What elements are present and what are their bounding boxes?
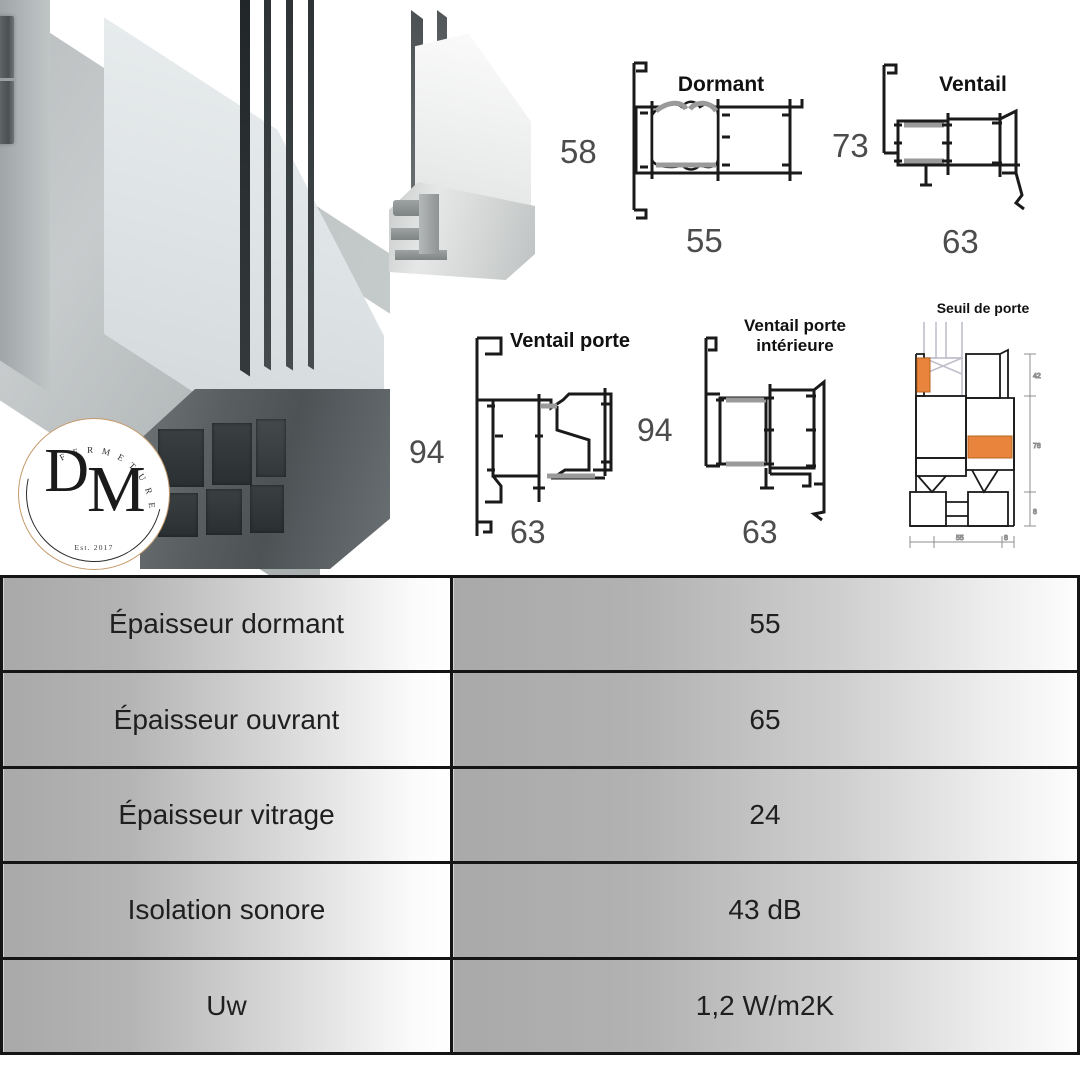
drawing-ventail-height-dim: 73 bbox=[832, 127, 869, 164]
specifications-table: Épaisseur dormant 55 Épaisseur ouvrant 6… bbox=[0, 574, 1080, 1055]
spec-label-cell: Épaisseur ouvrant bbox=[0, 670, 453, 769]
spec-label-cell: Uw bbox=[0, 956, 453, 1055]
table-row: Épaisseur ouvrant 65 bbox=[0, 670, 1080, 769]
window-hinge-detail bbox=[0, 16, 14, 144]
drawing-label-line1: Ventail porte bbox=[743, 316, 847, 335]
table-row: Uw 1,2 W/m2K bbox=[0, 956, 1080, 1055]
drawing-ventail-porte-width-dim: 63 bbox=[510, 514, 546, 550]
drawing-dormant: Dormant 58 55 bbox=[556, 45, 846, 285]
drawing-seuil-de-porte: Seuil de porte bbox=[890, 296, 1080, 558]
drawing-ventail-porte-interieure-width-dim: 63 bbox=[742, 514, 778, 550]
logo-monogram: DM bbox=[19, 440, 169, 523]
logo-letter-m: M bbox=[87, 453, 146, 526]
drawing-ventail: Ventail 73 63 bbox=[830, 45, 1080, 285]
drawing-ventail-porte-interieure-label: Ventail porte intérieure bbox=[720, 316, 870, 355]
drawing-dormant-label: Dormant bbox=[677, 73, 765, 96]
aluminium-profile-chambers bbox=[140, 389, 390, 569]
drawing-ventail-porte-height-dim: 94 bbox=[409, 434, 445, 470]
spec-value-cell: 1,2 W/m2K bbox=[450, 956, 1080, 1055]
drawing-ventail-porte: Ventail porte 94 94 63 bbox=[405, 310, 685, 560]
spec-label-cell: Épaisseur dormant bbox=[0, 574, 453, 674]
table-row: Épaisseur dormant 55 bbox=[0, 574, 1080, 674]
logo-established-year: Est. 2017 bbox=[74, 543, 114, 552]
drawing-dormant-height-dim: 58 bbox=[560, 133, 597, 170]
spec-value-cell: 65 bbox=[450, 670, 1080, 769]
drawing-ventail-width-dim: 63 bbox=[942, 223, 979, 260]
svg-text:42: 42 bbox=[1033, 373, 1041, 380]
product-images-panel: Dormant 58 55 bbox=[0, 0, 1080, 575]
drawing-ventail-label: Ventail bbox=[939, 73, 1007, 96]
drawing-seuil-de-porte-label: Seuil de porte bbox=[936, 300, 1030, 316]
spec-label-cell: Isolation sonore bbox=[0, 861, 453, 960]
white-window-profile-cutaway-photo bbox=[385, 4, 560, 284]
drawing-dormant-width-dim: 55 bbox=[686, 222, 723, 259]
drawing-ventail-porte-interieure: Ventail porte intérieure 63 bbox=[686, 308, 891, 558]
drawing-ventail-porte-label: Ventail porte bbox=[510, 330, 631, 352]
spec-value-cell: 24 bbox=[450, 765, 1080, 865]
spec-value-cell: 43 dB bbox=[450, 861, 1080, 960]
svg-text:8: 8 bbox=[1033, 509, 1037, 516]
table-row: Isolation sonore 43 dB bbox=[0, 861, 1080, 960]
svg-text:55: 55 bbox=[956, 535, 964, 542]
spec-label-cell: Épaisseur vitrage bbox=[0, 765, 453, 865]
spec-value-cell: 55 bbox=[450, 574, 1080, 674]
drawing-ventail-porte-height-dim-right: 94 bbox=[637, 412, 673, 448]
svg-text:78: 78 bbox=[1033, 443, 1041, 450]
drawing-label-line2: intérieure bbox=[756, 335, 834, 355]
dm-fermetures-logo: F E R M E T U R E S DM Est. 2017 bbox=[0, 400, 188, 575]
svg-text:8: 8 bbox=[1004, 535, 1008, 542]
triple-glazing-assembly bbox=[90, 0, 390, 394]
table-row: Épaisseur vitrage 24 bbox=[0, 765, 1080, 865]
logo-arc-text: F E R M E T U R E S bbox=[19, 419, 154, 511]
logo-letter-d: D bbox=[44, 437, 89, 505]
specifications-table-body: Épaisseur dormant 55 Épaisseur ouvrant 6… bbox=[0, 574, 1080, 1055]
